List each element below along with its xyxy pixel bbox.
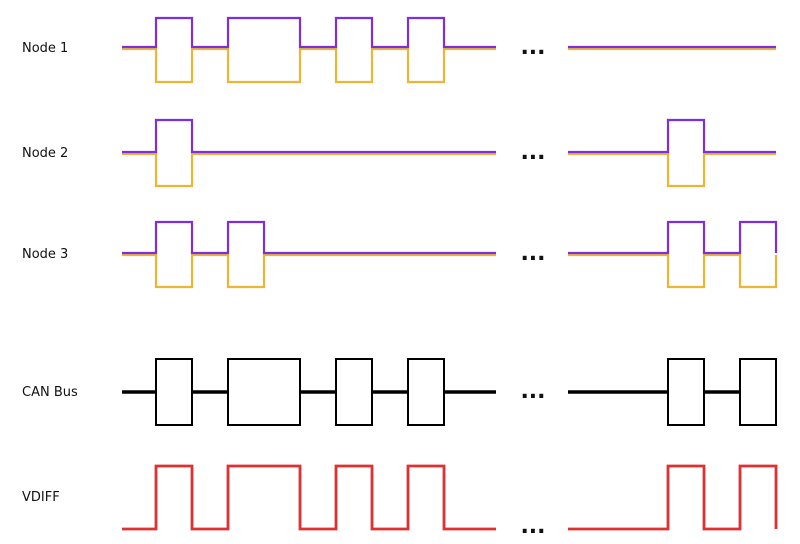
can-bus-right-segment — [568, 358, 777, 426]
node-1-low-trace — [122, 47, 496, 84]
row-label-can-bus: CAN Bus — [22, 385, 78, 400]
node-2-low-trace — [568, 152, 776, 188]
node-3-right-segment — [568, 220, 778, 289]
ellipsis-node-1: ... — [520, 35, 545, 60]
row-label-vdiff: VDIFF — [22, 490, 60, 505]
vdiff-trace — [568, 464, 778, 531]
ellipsis-vdiff: ... — [520, 514, 545, 539]
node-2-right-segment — [568, 118, 776, 188]
bus-frame-right-1 — [739, 358, 777, 426]
vdiff-left-segment — [122, 464, 496, 531]
node-1-high-trace — [122, 16, 496, 49]
vdiff-right-segment — [568, 464, 778, 531]
ellipsis-node-3: ... — [520, 241, 545, 266]
node-2-high-trace — [568, 118, 776, 154]
node-2-left-segment — [122, 118, 496, 188]
node-2-high-trace — [122, 118, 496, 154]
ellipsis-markers: ............... — [520, 35, 545, 539]
bus-frame-left-0 — [155, 358, 193, 426]
bus-frame-left-2 — [335, 358, 373, 426]
node-3-low-trace — [568, 253, 778, 289]
row-label-node-1: Node 1 — [22, 41, 68, 56]
bus-frame-left-3 — [407, 358, 445, 426]
node-3-low-trace — [122, 253, 496, 289]
ellipsis-node-2: ... — [520, 140, 545, 165]
bus-frame-right-0 — [667, 358, 705, 426]
ellipsis-can-bus: ... — [520, 379, 545, 404]
waveforms — [122, 16, 778, 531]
can-bus-left-segment — [122, 358, 496, 426]
node-2-low-trace — [122, 152, 496, 188]
node-3-left-segment — [122, 220, 496, 289]
bus-frame-left-1 — [227, 358, 301, 426]
node-3-high-trace — [568, 220, 778, 255]
node-3-high-trace — [122, 220, 496, 255]
node-1-right-segment — [568, 45, 776, 51]
row-label-node-2: Node 2 — [22, 146, 68, 161]
vdiff-trace — [122, 464, 496, 531]
node-1-left-segment — [122, 16, 496, 84]
row-label-node-3: Node 3 — [22, 247, 68, 262]
